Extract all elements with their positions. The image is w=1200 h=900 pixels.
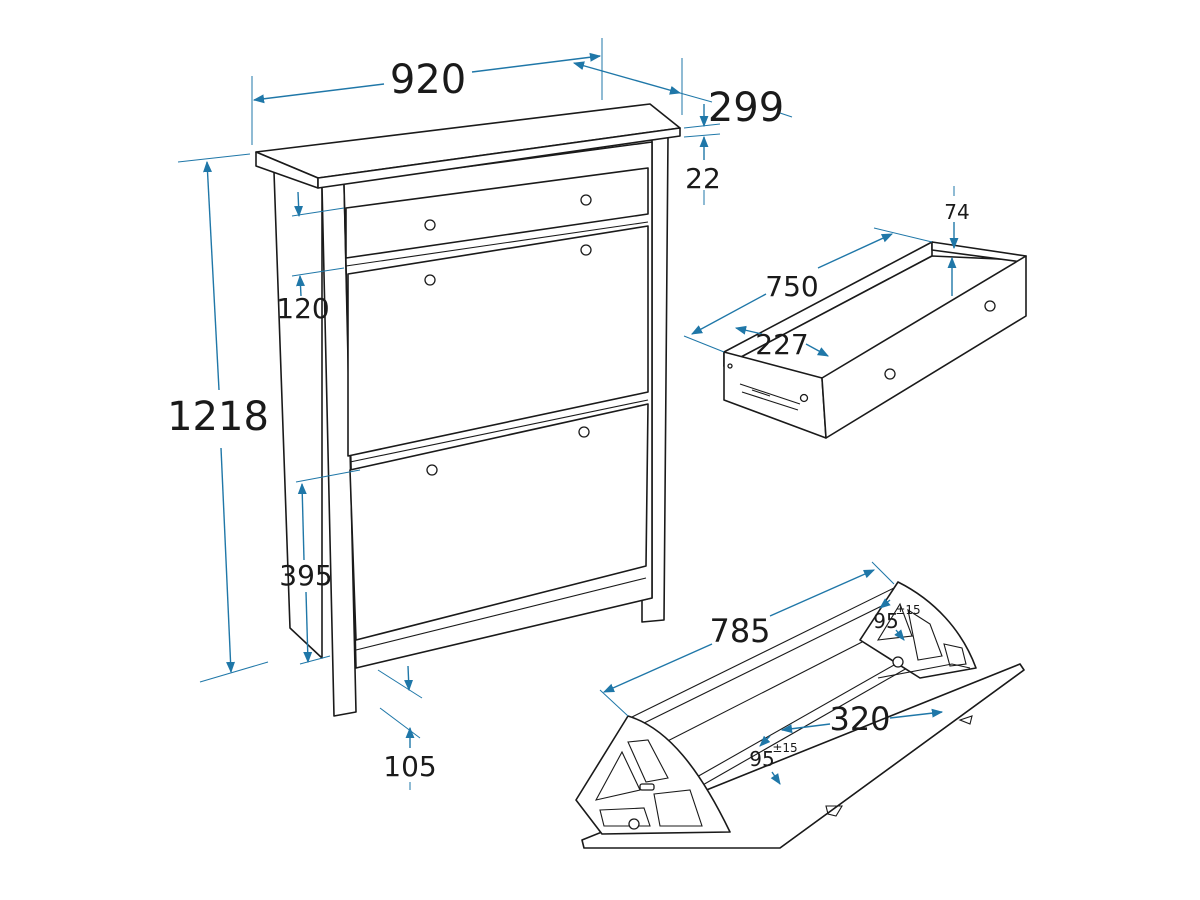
shoe-cabinet	[255, 103, 681, 717]
upper-flap-knob-right	[580, 244, 592, 256]
drawer-front-panel	[821, 255, 1027, 439]
label-leg-height: 105	[383, 750, 436, 783]
label-drawer-side-height: 74	[944, 200, 969, 224]
drawer-rail	[345, 221, 649, 267]
lower-flap-knob-left	[426, 464, 438, 476]
cabinet-drawer-front	[345, 167, 649, 259]
cabinet-lower-flap	[349, 403, 649, 641]
label-drawer-length: 750	[765, 270, 818, 303]
drawer-knob-right	[580, 194, 592, 206]
drawer-slide-rail	[739, 383, 801, 411]
rack-rail-top-2	[633, 595, 903, 729]
rack-bracket-left	[575, 715, 731, 835]
lower-flap-knob-right	[578, 426, 590, 438]
rack-rail-top	[629, 585, 899, 719]
drawer-detail	[723, 241, 1027, 439]
label-tolerance-lower: ±15	[772, 741, 797, 755]
label-rack-depth: 320	[829, 700, 890, 738]
label-rack-length: 785	[709, 612, 770, 650]
rack-bracket-left-pivot	[628, 818, 640, 830]
drawer-knob-left	[424, 219, 436, 231]
upper-flap-rail	[349, 399, 649, 463]
rack-bracket-right-pivot	[892, 656, 904, 668]
label-cabinet-depth: 299	[708, 85, 784, 131]
cabinet-top-front-edge	[317, 127, 681, 189]
drawer-slide-screw	[799, 393, 809, 403]
label-drawer-depth: 227	[755, 328, 808, 361]
rack-base-edge	[584, 669, 1025, 849]
rack-bracket-left-cutouts	[594, 739, 703, 827]
drawer-slide-pin	[727, 363, 733, 369]
label-cabinet-width: 920	[390, 57, 466, 103]
label-top-thickness: 22	[685, 162, 721, 195]
rack-foot-2	[958, 715, 973, 725]
cabinet-dimensions: 920 299 22 1218 120 395	[167, 38, 793, 790]
upper-flap-knob-left	[424, 274, 436, 286]
label-compartment-height: 395	[279, 559, 332, 592]
drawer-front-knob-left	[884, 368, 896, 380]
label-rack-offset-upper: 95	[873, 609, 898, 633]
rack-dimensions: 785 320 95 ±15 95 ±15	[599, 561, 944, 785]
shoe-rack-mechanism	[575, 581, 1025, 849]
rack-rail-inner	[645, 639, 867, 753]
rack-foot	[825, 805, 843, 817]
rack-rail-mid-2	[693, 647, 943, 791]
label-tolerance-upper: ±15	[895, 603, 920, 617]
label-drawer-height: 120	[276, 292, 329, 325]
drawer-dimensions: 750 227 74	[683, 186, 970, 361]
label-cabinet-height: 1218	[167, 394, 269, 440]
rack-bracket-left-slot	[639, 783, 655, 791]
drawer-front-knob-right	[984, 300, 996, 312]
rack-bracket-right-link	[877, 663, 971, 679]
cabinet-upper-flap	[347, 225, 649, 457]
bottom-rail	[355, 577, 647, 651]
label-rack-offset-lower: 95	[749, 747, 774, 771]
